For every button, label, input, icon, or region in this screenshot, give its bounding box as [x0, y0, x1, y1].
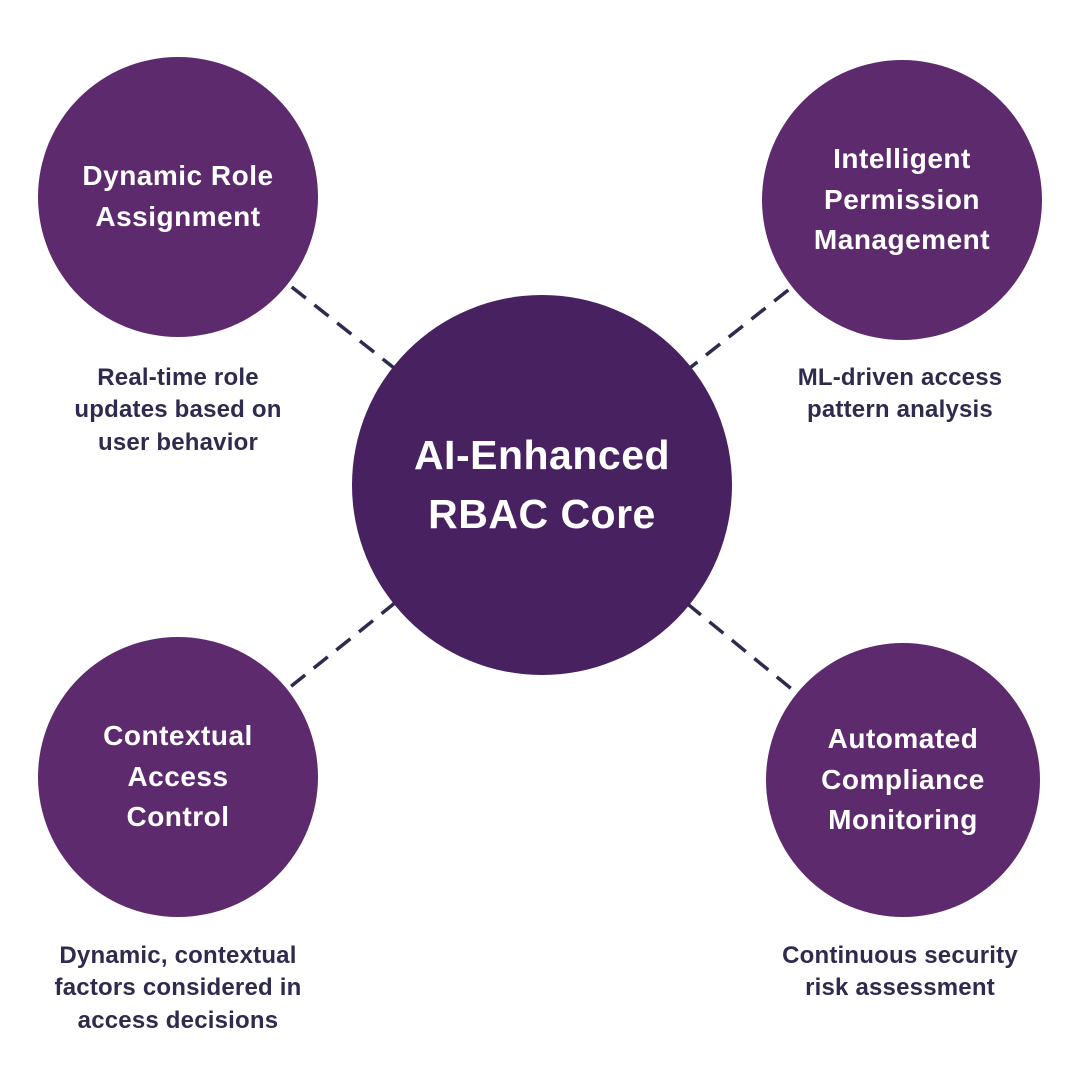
circle-dynamic-role-assignment: [38, 57, 318, 337]
circle-intelligent-permission-management: [762, 60, 1042, 340]
caption-contextual-access-control: Dynamic, contextual factors considered i…: [54, 942, 302, 1034]
circle-contextual-access-control: [38, 637, 318, 917]
circle-center-core: [352, 295, 732, 675]
center-node-label: AI-Enhanced RBAC Core: [413, 431, 671, 537]
caption-dynamic-role-assignment: Real-time role updates based on user beh…: [74, 364, 282, 456]
caption-intelligent-permission-management: ML-driven access pattern analysis: [797, 364, 1003, 424]
caption-automated-compliance-monitoring: Continuous security risk assessment: [782, 942, 1018, 1002]
node-label-dynamic-role-assignment: Dynamic Role Assignment: [82, 160, 274, 232]
node-label-automated-compliance-monitoring: Automated Compliance Monitoring: [821, 723, 985, 836]
circle-automated-compliance-monitoring: [766, 643, 1040, 917]
node-label-contextual-access-control: Contextual Access Control: [103, 720, 253, 833]
node-label-intelligent-permission-management: Intelligent Permission Management: [813, 143, 991, 256]
